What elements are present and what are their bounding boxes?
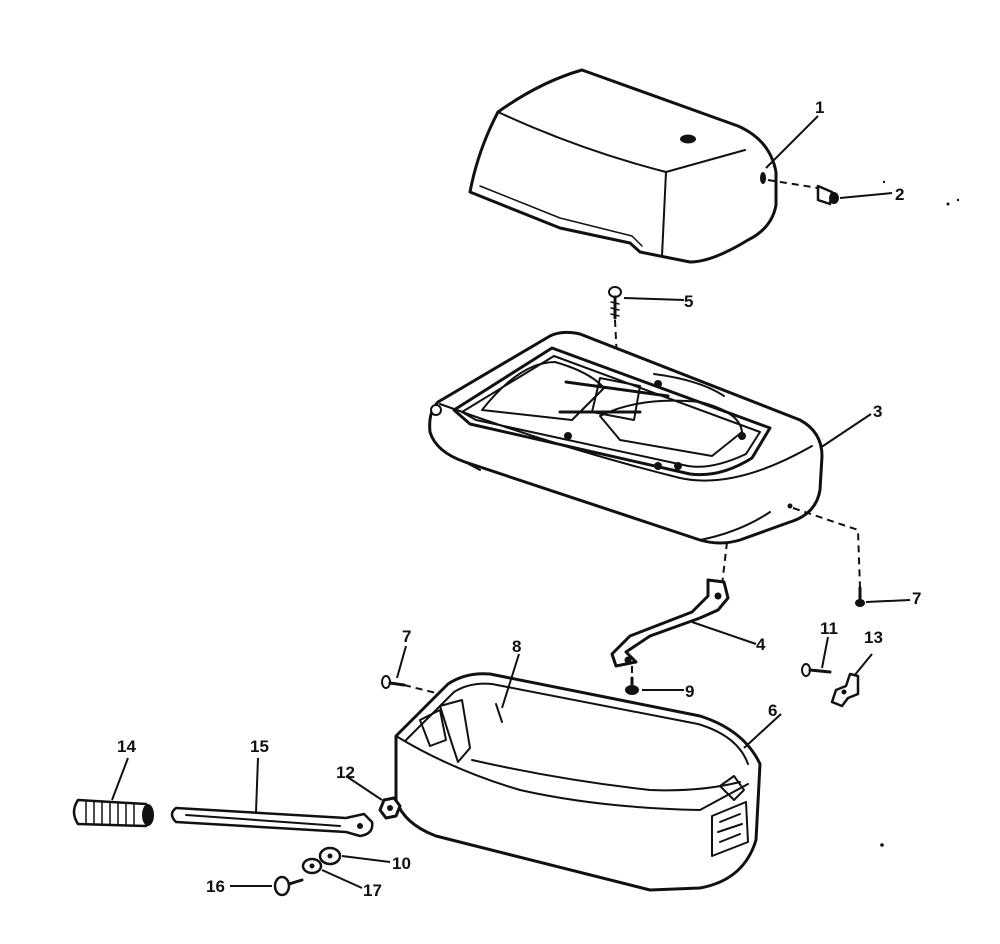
callout-5: 5 — [684, 292, 693, 311]
part-screw-left — [381, 675, 441, 695]
callout-4: 4 — [756, 635, 766, 654]
part-screw-right — [855, 586, 865, 607]
callout-1: 1 — [815, 98, 824, 117]
part-washer-17 — [301, 857, 323, 875]
part-bolt-right — [801, 663, 832, 677]
part-washer-10 — [318, 846, 342, 866]
part-knob-screw — [273, 875, 304, 897]
callout-17: 17 — [363, 881, 382, 900]
leader-lines — [111, 115, 911, 889]
callout-2: 2 — [895, 185, 904, 204]
callout-numbers: 1 2 3 4 5 6 7 7 8 9 10 11 12 13 14 15 16… — [117, 98, 921, 900]
callout-6: 6 — [768, 701, 777, 720]
part-grommet — [767, 179, 839, 206]
callout-12: 12 — [336, 763, 355, 782]
part-lower-pan — [394, 672, 762, 892]
part-upper-tray — [428, 330, 824, 545]
part-nut — [625, 676, 639, 695]
callout-7-left: 7 — [402, 627, 411, 646]
scan-specks — [880, 180, 960, 847]
callout-10: 10 — [392, 854, 411, 873]
part-nut-handle — [378, 796, 402, 820]
part-grip — [72, 798, 154, 828]
callout-14: 14 — [117, 737, 136, 756]
callout-15: 15 — [250, 737, 269, 756]
callout-8: 8 — [512, 637, 521, 656]
part-top-cover — [468, 68, 778, 264]
callout-9: 9 — [685, 682, 694, 701]
callout-3: 3 — [873, 402, 882, 421]
part-bracket — [610, 578, 730, 680]
callout-7-right: 7 — [912, 589, 921, 608]
callout-13: 13 — [864, 628, 883, 647]
part-clip — [830, 672, 860, 708]
callout-11: 11 — [820, 619, 838, 638]
part-handle — [170, 806, 374, 838]
callout-16: 16 — [206, 877, 225, 896]
